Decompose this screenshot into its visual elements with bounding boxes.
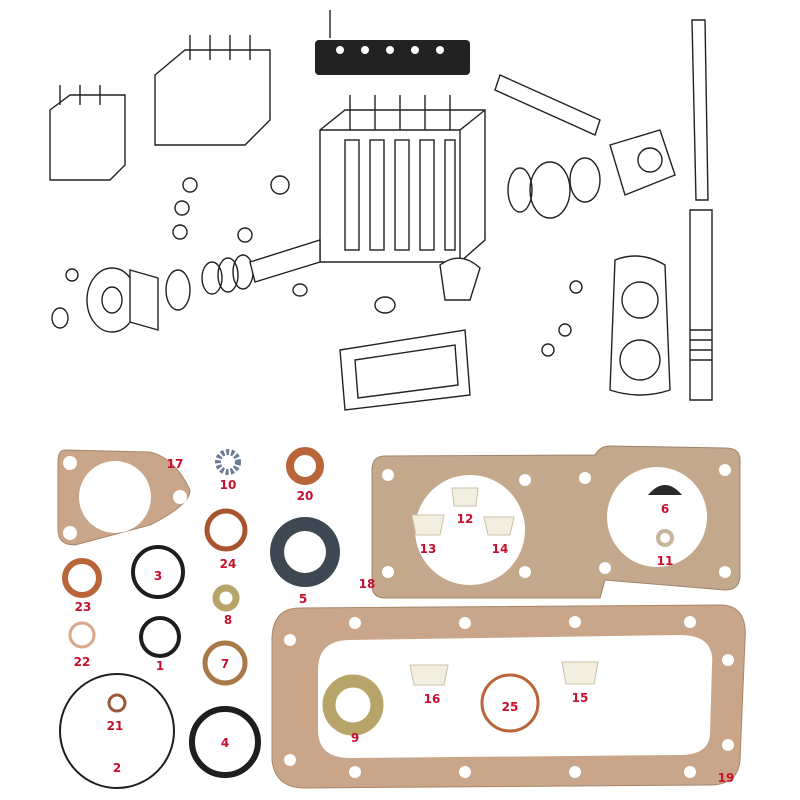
pump-variant-2 (154, 49, 271, 146)
label-10: 10 (220, 478, 237, 492)
label-14: 14 (492, 542, 509, 556)
part-2-large-o-ring (59, 673, 175, 789)
gasket-kit-parts (57, 445, 746, 789)
part-1-o-ring (139, 616, 181, 658)
label-5: 5 (299, 592, 307, 606)
bottom-cover-gasket (339, 329, 471, 411)
part-15-bushing (561, 661, 599, 685)
part-20-copper-washer (286, 447, 324, 485)
part-number-labels: 17 10 20 6 12 13 14 11 18 3 24 5 23 8 22… (74, 457, 735, 785)
label-20: 20 (297, 489, 314, 503)
label-1: 1 (156, 659, 164, 673)
label-22: 22 (74, 655, 91, 669)
governor-gasket (609, 255, 671, 396)
part-17-flange-gasket (57, 449, 191, 546)
label-4: 4 (221, 736, 229, 750)
label-19: 19 (718, 771, 735, 785)
label-25: 25 (502, 700, 519, 714)
label-8: 8 (224, 613, 232, 627)
part-5-oil-seal (270, 517, 340, 587)
label-23: 23 (75, 600, 92, 614)
part-24-copper-ring (204, 508, 248, 552)
label-17: 17 (167, 457, 184, 471)
pump-cover (315, 40, 470, 75)
part-23-copper-washer (62, 558, 102, 598)
part-12-bushing (451, 487, 479, 507)
part-6-woodruff-key (648, 485, 682, 495)
part-8-washer (212, 584, 240, 612)
label-11: 11 (657, 554, 674, 568)
label-6: 6 (661, 502, 669, 516)
part-22-copper-washer (68, 621, 96, 649)
part-19-bottom-cover-gasket (271, 604, 746, 789)
label-18: 18 (359, 577, 376, 591)
label-3: 3 (154, 569, 162, 583)
part-9-washer (322, 674, 384, 736)
label-21: 21 (107, 719, 124, 733)
part-3-o-ring (131, 545, 185, 599)
label-15: 15 (572, 691, 589, 705)
delivery-valve-stack (691, 19, 709, 201)
part-11-small-washer (656, 529, 674, 547)
label-2: 2 (113, 761, 121, 775)
part-21-small-ring (107, 693, 127, 713)
pump-variant-1 (49, 94, 126, 181)
exploded-pump-drawing (49, 10, 713, 411)
part-18-governor-gasket (371, 445, 741, 599)
part-4-o-ring (189, 706, 261, 778)
label-9: 9 (351, 731, 359, 745)
part-16-bushing (409, 664, 449, 686)
label-12: 12 (457, 512, 474, 526)
label-16: 16 (424, 692, 441, 706)
label-24: 24 (220, 557, 237, 571)
part-7-ring (202, 640, 248, 686)
part-25-copper-ring (480, 673, 540, 733)
label-7: 7 (221, 657, 229, 671)
part-14-bushing (483, 516, 515, 536)
label-13: 13 (420, 542, 437, 556)
part-10-star-washer (215, 449, 241, 475)
part-13-bushing (411, 514, 445, 536)
